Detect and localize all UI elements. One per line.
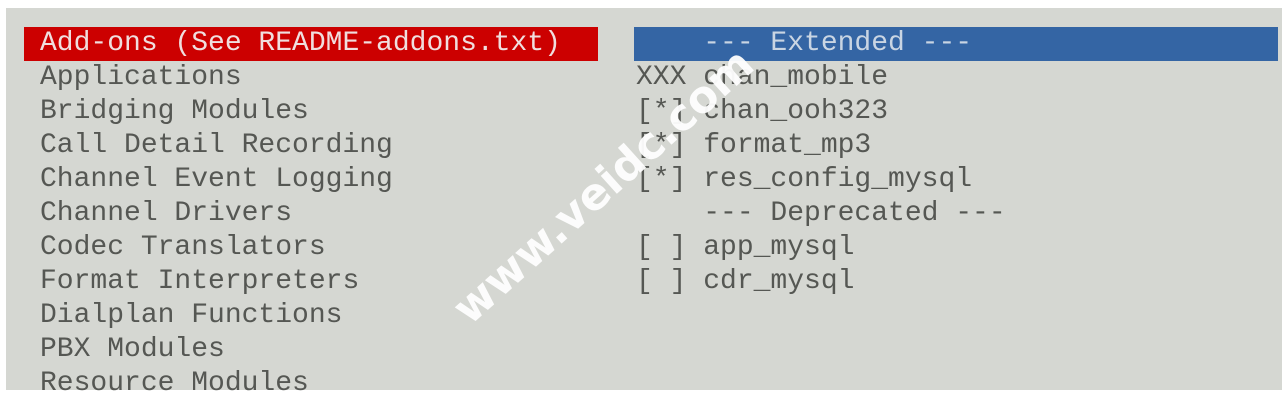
menuselect-terminal: Add-ons (See README-addons.txt) Applicat… <box>6 8 1282 399</box>
category-item-codec-translators[interactable]: Codec Translators <box>40 232 326 263</box>
module-item-format-mp3[interactable]: [*] format_mp3 <box>636 130 872 161</box>
category-item-channel-event-logging[interactable]: Channel Event Logging <box>40 164 393 195</box>
module-item-chan-mobile[interactable]: XXX chan_mobile <box>636 62 889 93</box>
module-item-chan-ooh323[interactable]: [*] chan_ooh323 <box>636 96 889 127</box>
category-item-channel-drivers[interactable]: Channel Drivers <box>40 198 293 229</box>
module-item-cdr-mysql[interactable]: [ ] cdr_mysql <box>636 266 855 297</box>
category-item-applications[interactable]: Applications <box>40 62 242 93</box>
category-item-call-detail-recording[interactable]: Call Detail Recording <box>40 130 393 161</box>
category-item-resource-modules[interactable]: Resource Modules <box>40 368 309 399</box>
category-item-dialplan-functions[interactable]: Dialplan Functions <box>40 300 343 331</box>
category-item-addons[interactable]: Add-ons (See README-addons.txt) <box>24 27 598 61</box>
module-item-res-config-mysql[interactable]: [*] res_config_mysql <box>636 164 973 195</box>
category-list: Add-ons (See README-addons.txt) Applicat… <box>24 27 598 401</box>
module-list: --- Extended --- XXX chan_mobile [*] cha… <box>634 27 1278 299</box>
category-item-format-interpreters[interactable]: Format Interpreters <box>40 266 360 297</box>
category-item-pbx-modules[interactable]: PBX Modules <box>40 334 225 365</box>
category-item-bridging-modules[interactable]: Bridging Modules <box>40 96 309 127</box>
section-header-extended[interactable]: --- Extended --- <box>634 27 1278 61</box>
section-header-deprecated: --- Deprecated --- <box>636 198 1006 229</box>
module-item-app-mysql[interactable]: [ ] app_mysql <box>636 232 855 263</box>
